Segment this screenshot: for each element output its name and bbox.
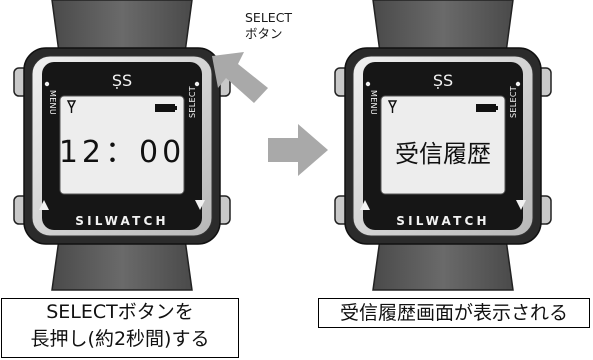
watch-right: ṢS MENU SELECT 受信履歴 SILWATCH <box>334 0 552 291</box>
select-button-label-line2: ボタン <box>245 26 283 41</box>
side-label-menu: MENU <box>369 90 378 115</box>
caption-left: SELECTボタンを 長押し(約2秒間)する <box>1 298 239 358</box>
next-arrow-icon <box>268 124 328 176</box>
time-display: 12：00 <box>59 135 185 170</box>
logo: ṢS <box>433 71 453 90</box>
caption-left-line2: 長押し(約2秒間)する <box>30 328 210 350</box>
brand-label: SILWATCH <box>75 214 169 228</box>
select-button-label-line1: SELECT <box>245 10 292 25</box>
watch-left: ṢS MENU SELECT 12：00 SILWATCH <box>13 0 231 291</box>
press-arrow-icon <box>212 52 268 103</box>
side-label-select: SELECT <box>509 86 518 118</box>
logo: ṢS <box>112 71 132 90</box>
caption-left-line1: SELECTボタンを <box>46 301 194 323</box>
brand-label: SILWATCH <box>396 214 490 228</box>
history-display: 受信履歴 <box>395 140 491 168</box>
caption-right: 受信履歴画面が表示される <box>318 298 590 328</box>
side-label-menu: MENU <box>48 90 57 115</box>
side-label-select: SELECT <box>188 86 197 118</box>
